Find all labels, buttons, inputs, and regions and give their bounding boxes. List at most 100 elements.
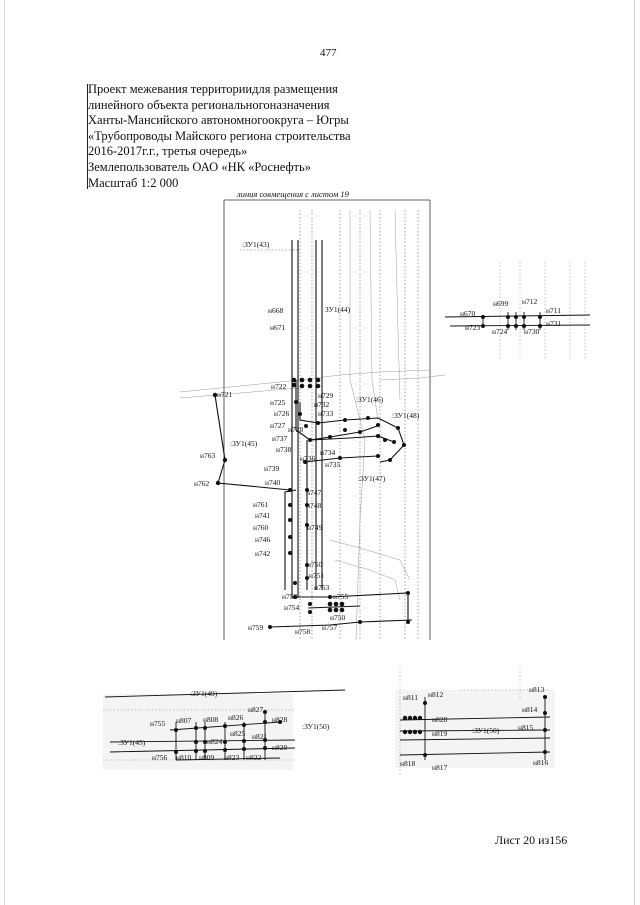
zone-label: :ЗУ1(45) — [230, 439, 258, 448]
point-label: н737 — [272, 434, 288, 443]
header-line-2: линейного объекта региональногоназначени… — [88, 97, 330, 112]
header-line-7: Масштаб 1:2 000 — [88, 175, 179, 190]
point-label: н753 — [314, 583, 330, 592]
point-label: н722 — [271, 382, 287, 391]
zone-label: :ЗУ1(46) — [356, 395, 384, 404]
point-label: н815 — [518, 723, 534, 732]
point-label: н817 — [432, 763, 448, 772]
point-label: н756 — [152, 753, 168, 762]
point-label: н757 — [322, 623, 338, 632]
point-label: н738 — [276, 445, 292, 454]
point-label: н724 — [492, 327, 508, 336]
point-label: н816 — [533, 758, 549, 767]
point-label: н820 — [272, 743, 288, 752]
sheet-number: Лист 20 из156 — [495, 833, 568, 847]
main-plan-labels: :ЗУ1(43) ЗУ1(44) :ЗУ1(45) :ЗУ1(46) :ЗУ1(… — [194, 240, 420, 636]
point-label: н742 — [255, 549, 271, 558]
page-number: 477 — [320, 47, 337, 59]
point-label: н826 — [228, 713, 244, 722]
point-label: н750 — [330, 613, 346, 622]
point-label: н818 — [400, 759, 416, 768]
zone-label: ЗУ1(44) — [325, 305, 351, 314]
header-line-5: 2016-2017г.г., третья очередь» — [88, 144, 248, 159]
point-label: н740 — [265, 478, 281, 487]
point-label: н751 — [309, 571, 325, 580]
point-label: н763 — [200, 451, 216, 460]
zone-label: :ЗУ1(43) — [242, 240, 270, 249]
point-label: н761 — [253, 500, 269, 509]
point-label: н725 — [270, 398, 286, 407]
header-line-4: «Трубопроводы Майского региона строитель… — [88, 128, 351, 143]
point-label: н819 — [432, 729, 448, 738]
point-label: н824 — [207, 737, 223, 746]
point-label: н726 — [274, 409, 290, 418]
point-label: н732 — [314, 400, 330, 409]
point-label: н699 — [493, 299, 509, 308]
point-label: н827 — [248, 705, 264, 714]
header-line-6: Землепользователь ОАО «НК «Роснефть» — [88, 159, 311, 174]
zone-label: :ЗУ1(50) — [302, 722, 330, 731]
vertex-points — [212, 377, 410, 629]
point-label: н712 — [522, 297, 538, 306]
point-label: н733 — [318, 409, 334, 418]
point-label: н736 — [300, 454, 316, 463]
point-label: н721 — [217, 390, 233, 399]
zone-label: :ЗУ1(45) — [118, 738, 146, 747]
point-label: н741 — [255, 511, 271, 520]
point-label: н746 — [255, 535, 271, 544]
inset-bottom-left: :ЗУ1(49) :ЗУ1(50) :ЗУ1(45) н827 н755 н80… — [103, 689, 346, 770]
point-label: н821 — [252, 732, 268, 741]
point-label: н810 — [176, 753, 192, 762]
point-label: н823 — [224, 753, 240, 762]
point-label: н729 — [318, 391, 334, 400]
point-label: н747 — [306, 488, 322, 497]
point-label: н822 — [246, 753, 262, 762]
point-label: н723 — [465, 323, 481, 332]
point-label: н671 — [270, 323, 286, 332]
point-label: н813 — [529, 685, 545, 694]
point-label: н759 — [248, 623, 264, 632]
point-label: н828 — [432, 715, 448, 724]
point-label: н752 — [282, 592, 298, 601]
point-label: н760 — [253, 523, 269, 532]
point-label: н731 — [546, 319, 562, 328]
point-label: н755 — [333, 592, 349, 601]
point-label: н812 — [428, 690, 444, 699]
point-label: н748 — [306, 501, 322, 510]
point-label: н814 — [522, 705, 538, 714]
point-label: н825 — [230, 729, 246, 738]
point-label: н739 — [264, 464, 280, 473]
point-label: н754 — [284, 603, 300, 612]
header-margin-rule — [87, 84, 88, 189]
point-label: н728 — [288, 425, 304, 434]
point-label: н808 — [203, 715, 219, 724]
point-label: н811 — [403, 693, 418, 702]
point-label: н807 — [176, 716, 192, 725]
right-page-edge — [634, 0, 635, 905]
match-line-label: линия совмещения с листом 19 — [236, 189, 350, 199]
background-contours — [179, 209, 446, 641]
point-label: н727 — [270, 421, 286, 430]
point-label: н734 — [320, 448, 336, 457]
point-label: н670 — [460, 309, 476, 318]
point-label: н809 — [199, 753, 215, 762]
point-label: н735 — [325, 460, 341, 469]
point-label: н755 — [150, 719, 166, 728]
point-label: н749 — [307, 523, 323, 532]
point-label: н758 — [295, 627, 311, 636]
document-header: Проект межевания территориидля размещени… — [88, 82, 378, 191]
point-label: н750 — [307, 560, 323, 569]
inset-bottom-right: н811 н812 н813 н814 н828 :ЗУ1(50) н819 н… — [395, 668, 555, 775]
header-line-3: Ханты-Мансийского автономногоокруга – Юг… — [88, 113, 349, 128]
zone-label: :ЗУ1(47) — [358, 474, 386, 483]
point-label: н828 — [272, 715, 288, 724]
zone-label: :ЗУ1(48) — [392, 411, 420, 420]
header-line-1: Проект межевания территориидля размещени… — [88, 82, 338, 96]
point-label: н730 — [524, 327, 540, 336]
main-plan-frame — [223, 199, 431, 640]
point-label: н711 — [546, 306, 561, 315]
left-page-edge — [4, 0, 5, 905]
point-label: н668 — [268, 306, 284, 315]
zone-label: :ЗУ1(50) — [472, 726, 500, 735]
